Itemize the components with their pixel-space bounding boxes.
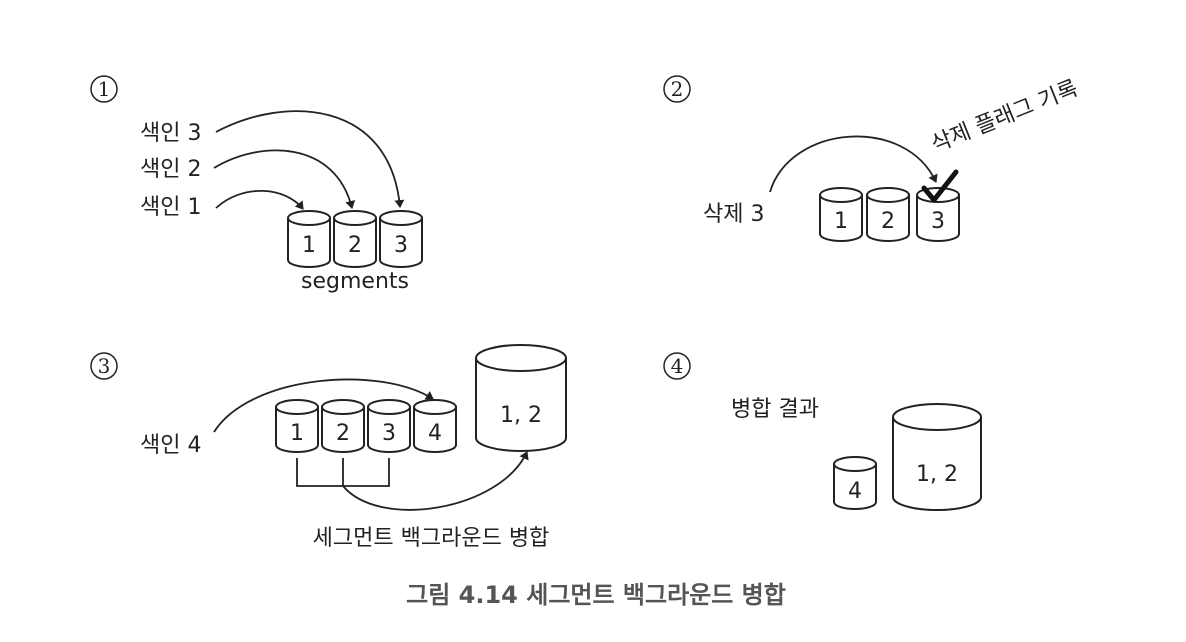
segment-cylinder: 2 <box>866 187 910 242</box>
panel-4: 4 병합 결과 4 1, 2 <box>663 352 982 511</box>
merged-segment-label: 1, 2 <box>916 462 958 487</box>
segment-cylinder: 1 <box>275 399 319 453</box>
index-1-arrow <box>215 190 304 210</box>
figure-caption: 그림 4.14 세그먼트 백그라운드 병합 <box>406 581 786 609</box>
svg-text:3: 3 <box>98 354 111 378</box>
merged-segment-cylinder: 1, 2 <box>475 344 567 452</box>
panel-2: 2 삭제 3 삭제 플래그 기록 1 2 3 <box>663 75 1082 242</box>
panel-1-marker: 1 <box>90 75 118 103</box>
segment-cylinder: 4 <box>833 456 877 510</box>
checkmark-icon <box>921 169 959 203</box>
panel-3-marker: 3 <box>90 352 118 380</box>
segment-label: 2 <box>348 233 362 258</box>
panel-4-marker: 4 <box>663 352 691 380</box>
segment-label: 4 <box>848 479 862 504</box>
segment-label: 3 <box>382 421 396 446</box>
svg-text:4: 4 <box>671 354 684 378</box>
segment-cylinder: 1 <box>819 187 863 242</box>
merge-label: 세그먼트 백그라운드 병합 <box>313 526 550 551</box>
segment-label: 1 <box>302 233 316 258</box>
segment-label: 3 <box>931 209 945 234</box>
delete-flag-label: 삭제 플래그 기록 <box>928 76 1082 157</box>
segment-label: 3 <box>394 233 408 258</box>
merged-segment-label: 1, 2 <box>500 403 542 428</box>
panel-3: 3 색인 4 1 2 3 4 1, 2 <box>90 344 567 551</box>
segment-label: 2 <box>336 421 350 446</box>
index-4-arrow <box>213 378 434 433</box>
index-4-label: 색인 4 <box>140 433 201 458</box>
segment-cylinder: 4 <box>413 399 457 453</box>
segment-cylinder: 3 <box>367 399 411 453</box>
index-2-label: 색인 2 <box>140 157 201 182</box>
index-3-label: 색인 3 <box>140 121 201 146</box>
index-3-arrow <box>215 110 405 208</box>
merge-result-label: 병합 결과 <box>731 397 819 422</box>
segment-label: 4 <box>428 421 442 446</box>
index-2-arrow <box>213 149 356 209</box>
segment-cylinder: 1 <box>287 210 331 268</box>
delete-3-label: 삭제 3 <box>703 202 764 227</box>
merge-bracket <box>296 458 390 487</box>
merge-arrow <box>342 451 529 511</box>
segment-cylinder: 2 <box>321 399 365 453</box>
segment-cylinder: 2 <box>333 210 377 268</box>
merged-segment-cylinder: 1, 2 <box>892 403 982 511</box>
panel-2-marker: 2 <box>663 75 691 103</box>
svg-text:1: 1 <box>98 77 111 101</box>
segment-cylinder: 3 <box>379 210 423 268</box>
segments-label: segments <box>301 269 409 294</box>
segment-label: 1 <box>290 421 304 446</box>
segment-label: 2 <box>881 209 895 234</box>
delete-arrow <box>769 135 938 193</box>
panel-1: 1 색인 3 색인 2 색인 1 1 2 3 segments <box>90 75 423 294</box>
svg-text:2: 2 <box>671 77 684 101</box>
segment-label: 1 <box>834 209 848 234</box>
index-1-label: 색인 1 <box>140 195 201 220</box>
